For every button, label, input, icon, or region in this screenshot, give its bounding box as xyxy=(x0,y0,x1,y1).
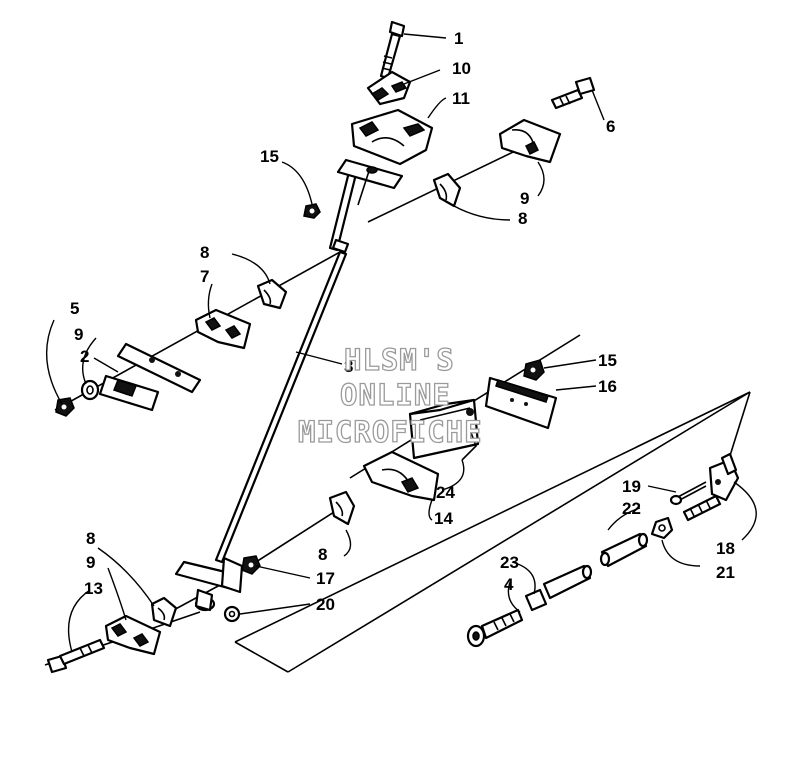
washer xyxy=(223,605,241,623)
callout-5: 5 xyxy=(70,299,79,318)
tie-rod xyxy=(524,564,593,612)
callout-11: 11 xyxy=(452,89,470,108)
bushing xyxy=(150,596,178,628)
nut xyxy=(55,397,75,417)
callout-8-left: 8 xyxy=(200,243,209,262)
bolt xyxy=(379,20,406,80)
callout-8-lower: 8 xyxy=(318,545,327,564)
callout-8-upper: 8 xyxy=(518,209,527,228)
callout-17: 17 xyxy=(316,569,335,588)
callout-9-upper: 9 xyxy=(520,189,529,208)
callout-15-upper: 15 xyxy=(260,147,279,166)
bearing-cap xyxy=(498,118,562,164)
callout-2: 2 xyxy=(80,347,89,366)
mounting-plate xyxy=(98,342,202,412)
clamp-block-lower xyxy=(350,108,434,166)
callout-15-right: 15 xyxy=(598,351,617,370)
callout-labels: 1 10 11 6 15 9 8 8 7 5 9 2 3 15 16 24 14… xyxy=(70,29,735,614)
callout-14: 14 xyxy=(434,509,453,528)
bolt xyxy=(550,76,596,110)
callout-19: 19 xyxy=(622,477,641,496)
cotter-pin xyxy=(669,481,707,506)
watermark-line-2: ONLINE xyxy=(340,378,451,412)
callout-21: 21 xyxy=(716,563,735,582)
bearing-cap xyxy=(362,450,440,502)
plate xyxy=(484,376,558,430)
callout-9-lower-left: 9 xyxy=(86,553,95,572)
bushing xyxy=(328,490,356,526)
nut xyxy=(303,203,321,219)
leader-lines xyxy=(45,33,757,653)
threaded-shank xyxy=(682,494,722,522)
callout-8-lower-left: 8 xyxy=(86,529,95,548)
ball-joint xyxy=(466,608,524,648)
callout-3: 4 xyxy=(504,575,514,594)
spacer-block xyxy=(408,398,480,461)
callout-22: 22 xyxy=(622,499,641,518)
clamp-block-upper xyxy=(366,70,412,106)
bearing-cap xyxy=(194,308,252,350)
bolt xyxy=(46,638,106,674)
steering-post xyxy=(174,158,404,612)
tie-rod-tube xyxy=(599,532,649,568)
callout-4: 1 xyxy=(454,29,463,48)
callout-20: 20 xyxy=(316,595,335,614)
callout-6: 6 xyxy=(606,117,615,136)
callout-18: 18 xyxy=(716,539,735,558)
tie-rod-end xyxy=(708,452,740,502)
bearing-cap xyxy=(104,614,162,656)
washer xyxy=(80,379,100,401)
callout-24: 24 xyxy=(436,483,455,502)
watermark-line-3: MICROFICHE xyxy=(298,415,483,449)
nut xyxy=(523,359,545,381)
callout-1: 3 xyxy=(344,357,353,376)
watermark-line-1: HLSM'S xyxy=(344,343,455,377)
watermark: HLSM'S ONLINE MICROFICHE xyxy=(297,342,483,449)
callout-10: 10 xyxy=(452,59,471,78)
jam-nut xyxy=(650,516,674,540)
bushing xyxy=(432,172,462,208)
callout-16: 16 xyxy=(598,377,617,396)
nut xyxy=(241,555,261,575)
callout-23: 23 xyxy=(500,553,519,572)
callout-7: 7 xyxy=(200,267,209,286)
callout-12: 9 xyxy=(74,325,83,344)
callout-13: 13 xyxy=(84,579,103,598)
